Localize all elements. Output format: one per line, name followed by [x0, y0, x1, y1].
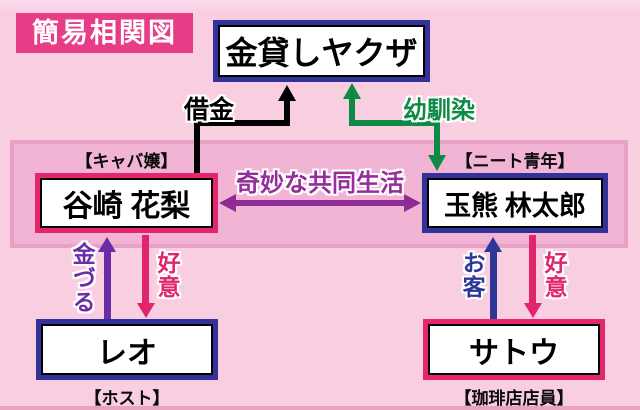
node-box-sato: サトウ	[423, 319, 605, 380]
arrowhead-down-icon	[428, 155, 446, 171]
arrowhead-up-icon	[278, 85, 296, 101]
arrowhead-right-icon	[404, 194, 421, 212]
node-box-karin: 谷崎 花梨	[35, 173, 218, 233]
role-label-rintaro: 【ニート青年】	[455, 152, 575, 171]
arrow-childhood-friend-segment	[434, 120, 440, 156]
node-box-yakuza: 金貸しヤクザ	[213, 20, 430, 82]
arrowhead-up-icon	[98, 237, 116, 252]
node-box-rintaro: 玉熊 林太郎	[422, 173, 608, 233]
edge-label-affection-right: 好意	[540, 251, 567, 299]
edge-label-cohabitation: 奇妙な共同生活	[236, 169, 404, 197]
role-label-sato: 【珈琲店店員】	[454, 389, 574, 408]
arrow-childhood-friend-segment	[349, 120, 440, 126]
edge-label-childhood-friend: 幼馴染	[403, 96, 475, 124]
node-box-leo: レオ	[36, 319, 218, 380]
edge-label-money-source: 金づる	[68, 242, 95, 314]
arrowhead-up-icon	[484, 237, 502, 252]
diagram-title: 簡易相関図	[16, 13, 193, 53]
arrow-money-source-segment	[104, 251, 111, 319]
node-name-rintaro: 玉熊 林太郎	[444, 190, 586, 221]
arrowhead-down-icon	[524, 303, 542, 318]
node-name-leo: レオ	[97, 336, 157, 370]
arrowhead-down-icon	[137, 303, 155, 318]
arrow-debt-segment	[284, 100, 290, 126]
arrow-cohabitation-segment	[233, 200, 406, 206]
bottom-edge-strip	[0, 406, 640, 410]
role-label-karin: 【キャバ嬢】	[75, 152, 178, 171]
node-name-sato: サトウ	[469, 336, 559, 370]
edge-label-customer: お客	[458, 251, 485, 299]
arrow-affection-right-segment	[529, 235, 536, 303]
node-name-karin: 谷崎 花梨	[62, 190, 191, 223]
arrow-debt-segment	[194, 120, 290, 126]
arrow-debt-segment	[194, 120, 200, 173]
arrow-customer-segment	[490, 251, 497, 319]
arrowhead-left-icon	[219, 194, 236, 212]
edge-label-debt: 借金	[183, 95, 234, 124]
arrowhead-up-icon	[343, 83, 361, 99]
role-label-leo: 【ホスト】	[84, 389, 170, 408]
arrow-affection-left-segment	[142, 235, 149, 303]
edge-label-affection-left: 好意	[153, 251, 180, 299]
node-name-yakuza: 金貸しヤクザ	[225, 35, 418, 71]
arrow-childhood-friend-segment	[349, 98, 355, 126]
